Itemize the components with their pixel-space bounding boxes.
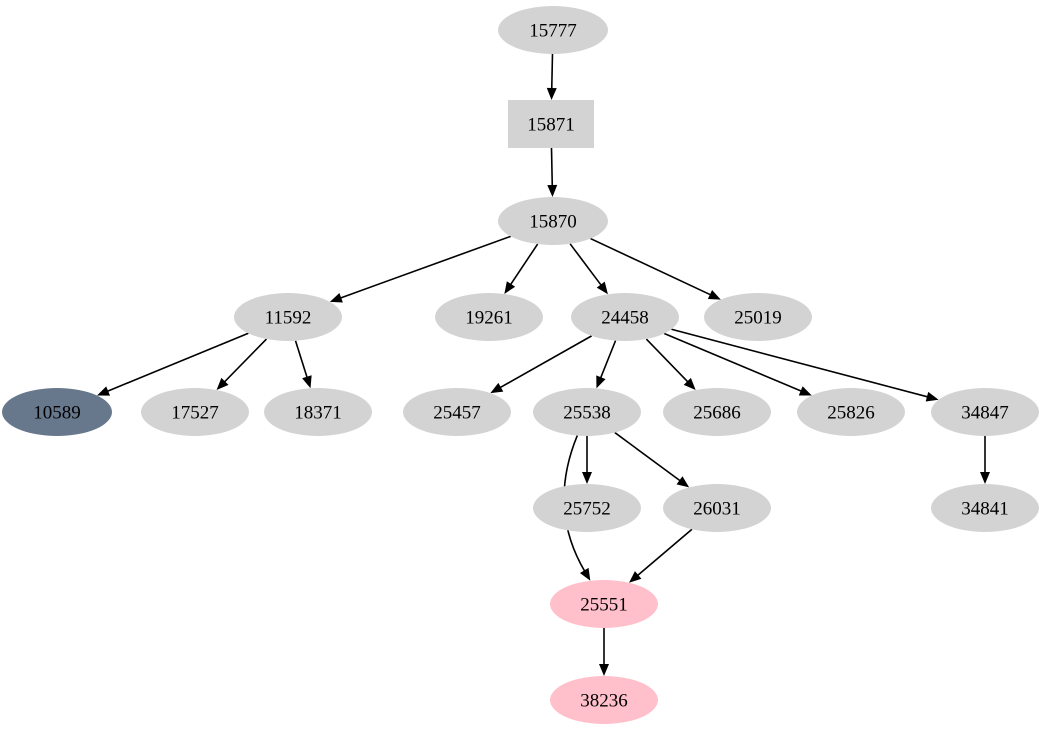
node-ellipse-19261[interactable] [435, 293, 543, 341]
node-25752[interactable]: 25752 [533, 484, 641, 532]
node-label-38236: 38236 [580, 691, 628, 712]
node-label-15777: 15777 [529, 21, 577, 42]
node-label-25019: 25019 [734, 308, 782, 329]
node-label-10589: 10589 [33, 403, 81, 424]
edge-15777-to-15871 [546, 53, 557, 100]
edge-15870-to-25019 [590, 237, 721, 300]
node-label-25538: 25538 [563, 403, 611, 424]
node-label-18371: 18371 [294, 403, 342, 424]
edge-25538-to-26031 [614, 431, 690, 488]
edge-24458-to-34847 [671, 328, 939, 402]
node-25019[interactable]: 25019 [704, 293, 812, 341]
node-label-25457: 25457 [433, 403, 481, 424]
edge-24458-to-25538 [596, 340, 617, 389]
node-24458[interactable]: 24458 [571, 293, 679, 341]
node-rect-15871[interactable] [508, 100, 594, 148]
edge-24458-to-25686 [645, 338, 696, 390]
node-label-25826: 25826 [827, 403, 875, 424]
node-15870[interactable]: 15870 [498, 197, 608, 245]
node-ellipse-25457[interactable] [403, 388, 511, 436]
node-17527[interactable]: 17527 [141, 388, 249, 436]
node-38236[interactable]: 38236 [550, 676, 658, 724]
node-34847[interactable]: 34847 [931, 388, 1039, 436]
node-label-19261: 19261 [465, 308, 513, 329]
edge-24458-to-25826 [663, 332, 812, 396]
node-ellipse-15777[interactable] [498, 6, 608, 54]
edge-11592-to-18371 [294, 340, 312, 389]
edge-11592-to-10589 [97, 332, 249, 396]
node-label-25551: 25551 [580, 595, 628, 616]
node-18371[interactable]: 18371 [264, 388, 372, 436]
node-19261[interactable]: 19261 [435, 293, 543, 341]
node-label-17527: 17527 [171, 403, 219, 424]
node-ellipse-10589[interactable] [2, 388, 112, 436]
node-layer: 15777 15871 15870 11592 19261 24458 25019 10589… [2, 6, 1039, 724]
node-ellipse-18371[interactable] [264, 388, 372, 436]
edge-34847-to-34841 [980, 436, 990, 484]
edge-15870-to-24458 [569, 243, 608, 295]
edge-15871-to-15870 [547, 147, 558, 198]
node-ellipse-11592[interactable] [234, 293, 342, 341]
node-ellipse-25538[interactable] [533, 388, 641, 436]
node-25686[interactable]: 25686 [663, 388, 771, 436]
edge-15870-to-19261 [504, 243, 539, 294]
node-25826[interactable]: 25826 [797, 388, 905, 436]
node-ellipse-25019[interactable] [704, 293, 812, 341]
node-11592[interactable]: 11592 [234, 293, 342, 341]
node-25538[interactable]: 25538 [533, 388, 641, 436]
node-label-15870: 15870 [529, 212, 577, 233]
edge-25551-to-38236 [599, 628, 609, 676]
node-label-25686: 25686 [693, 403, 741, 424]
node-ellipse-26031[interactable] [663, 484, 771, 532]
node-label-15871: 15871 [527, 115, 575, 136]
node-ellipse-34847[interactable] [931, 388, 1039, 436]
edge-25538-to-25752 [582, 436, 592, 484]
node-ellipse-38236[interactable] [550, 676, 658, 724]
node-15777[interactable]: 15777 [498, 6, 608, 54]
node-label-26031: 26031 [693, 499, 741, 520]
edge-24458-to-25457 [490, 335, 593, 394]
node-26031[interactable]: 26031 [663, 484, 771, 532]
edge-layer [97, 53, 990, 676]
edge-11592-to-17527 [216, 338, 268, 390]
node-ellipse-34841[interactable] [931, 484, 1039, 532]
edge-26031-to-25551 [629, 528, 693, 583]
edge-15870-to-11592 [329, 235, 511, 303]
node-label-11592: 11592 [265, 308, 312, 329]
node-label-34841: 34841 [961, 499, 1009, 520]
node-ellipse-25752[interactable] [533, 484, 641, 532]
node-ellipse-25686[interactable] [663, 388, 771, 436]
node-25551[interactable]: 25551 [550, 580, 658, 628]
node-ellipse-17527[interactable] [141, 388, 249, 436]
node-label-24458: 24458 [601, 308, 649, 329]
node-label-25752: 25752 [563, 499, 611, 520]
node-ellipse-25551[interactable] [550, 580, 658, 628]
node-34841[interactable]: 34841 [931, 484, 1039, 532]
node-ellipse-25826[interactable] [797, 388, 905, 436]
node-25457[interactable]: 25457 [403, 388, 511, 436]
node-ellipse-24458[interactable] [571, 293, 679, 341]
node-label-34847: 34847 [961, 403, 1009, 424]
node-10589[interactable]: 10589 [2, 388, 112, 436]
node-ellipse-15870[interactable] [498, 197, 608, 245]
node-15871[interactable]: 15871 [508, 100, 594, 148]
